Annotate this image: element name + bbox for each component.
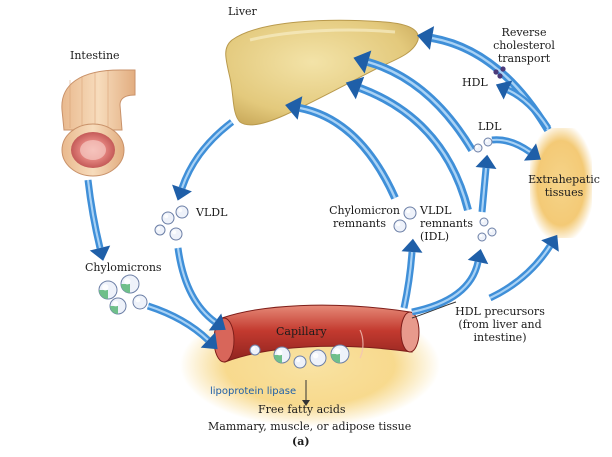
ldl-to-liver-arrow-shaft <box>366 58 476 153</box>
intestine-to-chylomicrons-arrow-head <box>89 245 111 261</box>
lipoprotein-particles <box>98 66 506 369</box>
capillary-to-chylo-remnants-arrow-head <box>401 238 423 253</box>
chylo-remnants-to-liver-arrow-highlight <box>299 106 397 199</box>
ldl-to-liver-arrow-highlight <box>367 60 474 151</box>
chylomicrons-label: Chylomicrons <box>85 261 162 274</box>
liver-to-vldl-arrow-highlight <box>181 121 233 189</box>
hdl-precursors-label-line2: (from liver and <box>458 318 542 331</box>
chylomicron-particle <box>109 297 127 315</box>
hdl-precursors-label-line1: HDL precursors <box>455 305 545 318</box>
capillary-to-vldl-remnants-arrow-head <box>467 248 489 265</box>
reverse-transport-arrow-highlight <box>507 89 549 129</box>
extra-to-liver-arrow-head <box>417 26 435 50</box>
ldl-label: LDL <box>478 120 502 133</box>
vldl-remnants-to-liver-arrow-shaft <box>358 84 472 211</box>
free-fatty-acids-label: Free fatty acids <box>258 403 346 416</box>
capillary-particle <box>293 355 307 369</box>
chylomicron-remnants-label-line2: remnants <box>333 217 386 230</box>
capillary-label: Capillary <box>276 325 327 338</box>
free-fatty-acids-arrowhead <box>302 400 310 406</box>
ldl-to-liver-arrow-head <box>353 50 372 74</box>
vldl-remnants-label-line3: (IDL) <box>420 230 450 243</box>
vldl-remnant-particle <box>477 232 487 242</box>
reverse-transport-label-line2: cholesterol <box>493 39 555 52</box>
chylomicron-particle <box>120 274 140 294</box>
reverse-transport-label-line3: transport <box>497 52 551 65</box>
flow-arrows <box>84 26 559 350</box>
vldl-remnants-to-liver-arrow-head <box>345 76 365 100</box>
extrahepatic-label-line1: Extrahepatic <box>528 173 600 186</box>
intestine-to-chylomicrons-arrow-highlight <box>86 179 102 249</box>
vldl-particle <box>154 224 166 236</box>
chylomicron-particle <box>98 280 118 300</box>
capillary-particle <box>249 344 261 356</box>
vldl-remnants-label-line2: remnants <box>420 217 473 230</box>
liver-highlight <box>249 28 396 42</box>
ldl-particle <box>473 143 483 153</box>
chylo-remnants-to-liver-arrow-shaft <box>299 104 399 200</box>
hdl-particle <box>500 66 506 72</box>
ldl-to-extrahepatic-arrow-head <box>523 143 541 161</box>
vldl-particle <box>175 205 189 219</box>
vldl-remnant-particle <box>479 217 489 227</box>
extrahepatic-tissue-shape <box>530 128 592 238</box>
hdl-precursors-label-line3: intestine) <box>473 331 527 344</box>
vldl-to-capillary-arrow-head <box>208 313 226 331</box>
intestine-label: Intestine <box>70 49 120 62</box>
capillary-particle <box>330 344 350 364</box>
reverse-transport-label-line1: Reverse <box>501 26 547 39</box>
hdl-precursors-to-extra-arrow-shaft <box>488 244 553 302</box>
ldl-particle <box>483 137 493 147</box>
intestine-shape <box>61 69 136 177</box>
ldl-to-extrahepatic-arrow-highlight <box>491 138 531 153</box>
hdl-particle <box>497 73 503 79</box>
chylomicron-remnant-particle <box>393 219 407 233</box>
vldl-particle <box>161 211 175 225</box>
tissue-label: Mammary, muscle, or adipose tissue <box>208 420 412 433</box>
liver-shape <box>225 19 419 126</box>
chylomicron-particle <box>132 294 148 310</box>
hdl-precursors-to-extra-arrow-head <box>541 234 559 252</box>
vldl-remnants-label-line1: VLDL <box>420 204 452 217</box>
liver-to-vldl-arrow-head <box>172 184 192 201</box>
hdl-label: HDL <box>462 76 488 89</box>
capillary-to-chylo-remnants-arrow-highlight <box>402 251 414 309</box>
hdl-precursor-connector <box>411 301 457 319</box>
lipoprotein-lipase-label: lipoprotein lipase <box>210 386 297 397</box>
reverse-transport-arrow-head <box>495 80 513 100</box>
capillary-particle <box>309 349 327 367</box>
chylomicrons-to-capillary-arrow-highlight <box>147 305 209 341</box>
chylomicrons-to-capillary-arrow-head <box>200 332 218 350</box>
vldl-particle <box>169 227 183 241</box>
vldl-remnant-particle <box>487 227 497 237</box>
chylomicron-remnants-label-line1: Chylomicron <box>329 204 400 217</box>
liver-label: Liver <box>228 5 257 18</box>
capillary-particle <box>273 346 291 364</box>
vldl-remnants-to-ldl-arrow-highlight <box>480 167 488 213</box>
chylomicron-remnant-particle <box>403 206 417 220</box>
vldl-remnants-to-ldl-arrow-head <box>475 154 497 169</box>
liver-to-vldl-arrow-shaft <box>178 119 235 190</box>
vldl-remnants-to-liver-arrow-highlight <box>359 86 470 211</box>
panel-label: (a) <box>292 435 310 448</box>
hdl-precursors-to-extra-arrow-highlight <box>489 245 551 299</box>
capillary-to-vldl-remnants-arrow-highlight <box>411 261 480 314</box>
hdl-particle <box>493 69 499 75</box>
extrahepatic-label-line2: tissues <box>544 186 584 199</box>
chylo-remnants-to-liver-arrow-head <box>285 96 303 120</box>
capillary-vessel <box>213 304 420 363</box>
vldl-label: VLDL <box>196 206 228 219</box>
vldl-to-capillary-arrow-highlight <box>176 247 216 323</box>
vldl-to-capillary-arrow-shaft <box>174 247 218 325</box>
